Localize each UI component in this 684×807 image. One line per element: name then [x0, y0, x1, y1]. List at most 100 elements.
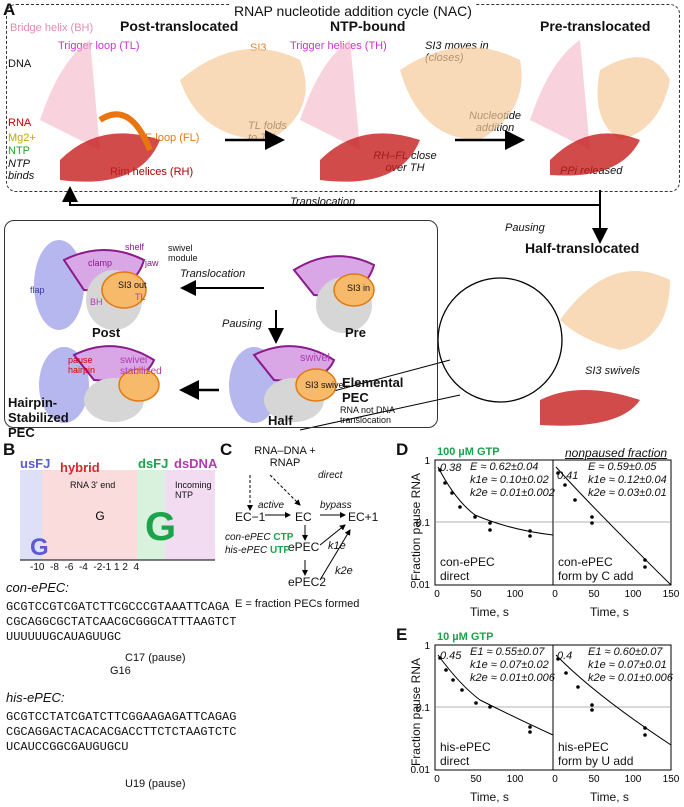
region-dsdna: dsDNA: [174, 456, 218, 471]
svg-text:1: 1: [424, 456, 430, 467]
scheme-con-epec: con-ePEC CTP: [225, 532, 294, 543]
e-left-corner-2: direct: [440, 754, 470, 768]
svg-text:0: 0: [434, 774, 440, 785]
inset-tl: TL: [135, 292, 146, 302]
inset-swivel-stabilized: swivel stabilized: [120, 355, 162, 377]
svg-text:G: G: [145, 505, 176, 549]
inset-translocation: Translocation: [180, 268, 246, 280]
svg-text:G: G: [30, 534, 49, 561]
svg-text:1: 1: [424, 641, 430, 652]
inset-flap: flap: [30, 285, 45, 295]
region-usfj: usFJ: [20, 456, 51, 471]
d-ylabel: Fraction pause RNA: [409, 472, 424, 582]
d-left-corner-1: con-ePEC: [440, 555, 495, 569]
svg-text:0.01: 0.01: [411, 765, 431, 776]
e-left-p1: k1e ≈ 0.07±0.02: [470, 659, 549, 671]
d-right-p1: k1e ≈ 0.12±0.04: [588, 474, 667, 486]
panel-e-label: E: [396, 625, 408, 644]
d-right-corner-1: con-ePEC: [558, 555, 613, 569]
inset-pausing: Pausing: [222, 318, 262, 330]
label-mg: Mg2+: [8, 132, 36, 144]
label-ntp-binds: NTP binds: [8, 158, 35, 182]
svg-text:G: G: [95, 509, 104, 523]
plot-e-right: [552, 644, 672, 771]
d-right-corner-2: form by C add: [558, 569, 634, 583]
kinetic-scheme: [247, 474, 351, 581]
his-pause: U19 (pause): [125, 778, 186, 790]
logo-xticks: -10 -8 -6 -4 -2-1 1 2 4: [30, 562, 140, 573]
logo-note-3end: RNA 3' end: [70, 480, 116, 490]
scheme-epec2: ePEC2: [288, 575, 327, 589]
d-right-title: nonpaused fraction: [565, 446, 668, 460]
his-seq-1: GCGTCCTATCGATCTTCGGAAGAGATTCAGAG: [6, 710, 237, 724]
d-left-p1: k1e ≈ 0.10±0.02: [470, 474, 549, 486]
svg-text:0: 0: [552, 589, 558, 600]
label-pausing: Pausing: [505, 222, 545, 234]
inset-si3-out: SI3 out: [118, 280, 147, 290]
inset-swivel: swivel: [300, 352, 330, 364]
pre-structure: [530, 40, 670, 176]
state-pre: Pre-translocated: [540, 18, 651, 34]
sequence-logo: G G G: [20, 470, 215, 561]
scheme-his-epec: his-ePEC UTP: [225, 545, 291, 556]
svg-text:100: 100: [625, 774, 642, 785]
nac-title: RNAP nucleotide addition cycle (NAC): [230, 3, 476, 19]
svg-text:0: 0: [552, 774, 558, 785]
d-left-p0: E ≈ 0.62±0.04: [470, 461, 539, 473]
d-right-p0: E ≈ 0.59±0.05: [588, 461, 657, 473]
d-left-xlabel: Time, s: [470, 605, 509, 619]
kinetics-plots: 1 0.1 0.01 1 0.1 0.01 0 50 100 0 50 100 150 0 50 10…: [411, 456, 680, 785]
svg-text:50: 50: [470, 589, 482, 600]
scheme-ec-p1: EC+1: [348, 510, 379, 524]
inset-elemental: Elemental PEC: [342, 375, 404, 405]
d-left-annot: 0.38: [440, 462, 462, 474]
scheme-epec: ePEC: [288, 540, 320, 554]
e-right-p0: E1 ≈ 0.60±0.07: [588, 646, 663, 658]
plot-d-left: [434, 459, 554, 586]
scheme-ec: EC: [295, 510, 312, 524]
scheme-k2e: k2e: [335, 565, 353, 577]
label-dna: DNA: [8, 58, 32, 70]
his-seq-3: UCAUCCGGCGAUGUGCU: [6, 740, 129, 754]
his-epec-title: his-ePEC:: [6, 690, 65, 705]
scheme-active: active: [258, 500, 285, 511]
inset-post: Post: [92, 325, 121, 340]
label-si3-swivels: SI3 swivels: [585, 365, 641, 377]
svg-text:150: 150: [663, 774, 680, 785]
state-half: Half-translocated: [525, 240, 640, 256]
state-post: Post-translocated: [120, 18, 239, 34]
panel-c-label: C: [220, 440, 233, 459]
inset-cartoons: [34, 240, 376, 423]
svg-text:0.01: 0.01: [411, 580, 431, 591]
scheme-direct: direct: [318, 470, 343, 481]
e-right-xlabel: Time, s: [590, 790, 629, 804]
e-left-title: 10 µM GTP: [437, 631, 494, 643]
inset-pre: Pre: [345, 325, 366, 340]
inset-jaw: jaw: [145, 258, 159, 268]
e-left-annot: 0.45: [440, 650, 462, 662]
scheme-top: RNA–DNA + RNAP: [254, 445, 316, 469]
e-right-corner-1: his-ePEC: [558, 740, 609, 754]
e-right-p1: k1e ≈ 0.07±0.01: [588, 659, 667, 671]
cartoon-post: [34, 240, 147, 330]
cartoon-elemental: [229, 345, 337, 423]
svg-text:50: 50: [588, 774, 600, 785]
e-right-corner-2: form by U add: [558, 754, 634, 768]
con-seq-3: UUUUUUGCAUAGUUGC: [6, 630, 122, 644]
label-bh: Bridge helix (BH): [10, 22, 94, 34]
d-left-corner-2: direct: [440, 569, 470, 583]
inset-shelf: shelf: [125, 242, 145, 252]
svg-text:150: 150: [663, 589, 680, 600]
svg-text:0: 0: [434, 589, 440, 600]
svg-text:50: 50: [470, 774, 482, 785]
cartoon-hairpin: [39, 345, 160, 423]
svg-text:100: 100: [625, 589, 642, 600]
inset-half: Half: [268, 413, 293, 428]
svg-text:0.1: 0.1: [416, 518, 430, 529]
con-epec-title: con-ePEC:: [6, 580, 69, 595]
svg-text:0.1: 0.1: [416, 703, 430, 714]
ntp-structure: [300, 40, 522, 182]
state-ntp: NTP-bound: [330, 18, 406, 34]
e-left-p2: k2e ≈ 0.01±0.006: [470, 672, 555, 684]
rnap-cartoon-box: [4, 220, 438, 428]
